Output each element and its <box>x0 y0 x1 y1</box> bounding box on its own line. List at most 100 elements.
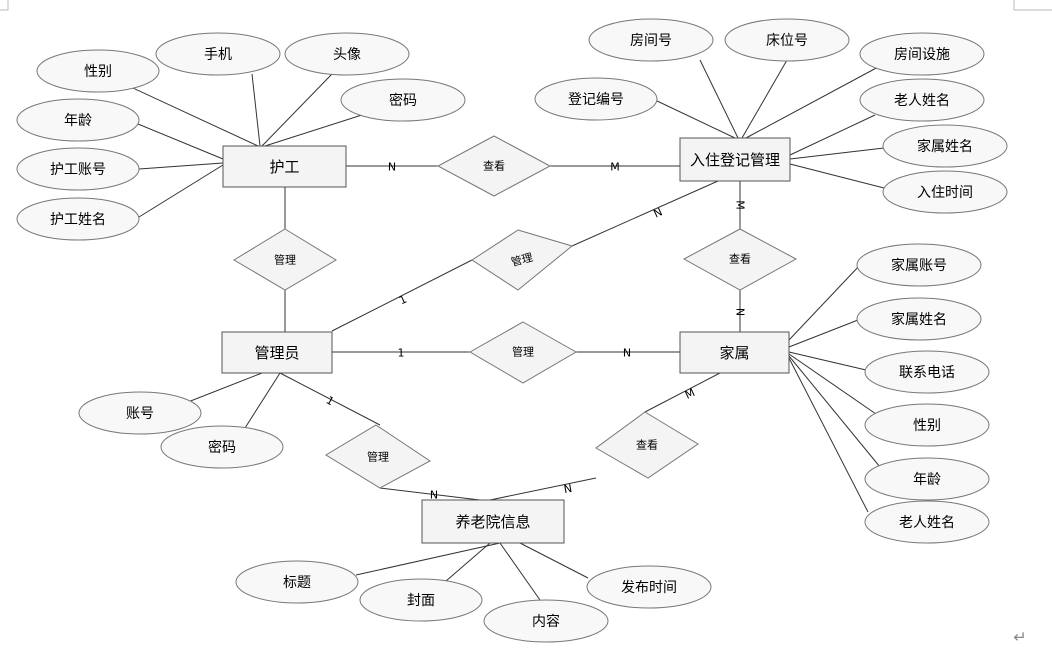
rel-admin-manage-home: 管理 <box>325 424 431 489</box>
edge-family-account <box>788 264 861 341</box>
attr-nurse-avatar: 头像 <box>284 32 410 76</box>
edge-family-gender <box>788 353 877 415</box>
attr-checkin-elder-name: 老人姓名 <box>859 78 985 122</box>
attr-home-publish-time: 发布时间 <box>586 565 712 609</box>
svg-text:床位号: 床位号 <box>766 33 808 49</box>
card-checkin-admin-n: N <box>652 205 665 220</box>
svg-text:头像: 头像 <box>333 47 361 63</box>
attr-checkin-bed-no: 床位号 <box>724 18 850 62</box>
svg-text:联系电话: 联系电话 <box>899 365 955 381</box>
rel-family-view-home: 查看 <box>595 411 699 479</box>
edge-family-contact <box>788 351 867 371</box>
attr-admin-password: 密码 <box>160 425 284 469</box>
card-admin-home-n: N <box>430 489 438 502</box>
svg-text:手机: 手机 <box>204 47 232 63</box>
edge-home-title <box>355 542 501 576</box>
attr-checkin-family-name: 家属姓名 <box>882 124 1008 168</box>
attr-nurse-phone: 手机 <box>155 32 281 76</box>
edge-family-name <box>788 319 859 348</box>
edge-family-age <box>788 355 881 468</box>
attr-nurse-gender: 性别 <box>36 49 160 93</box>
attr-nurse-age: 年龄 <box>16 98 140 142</box>
svg-text:管理: 管理 <box>509 250 534 269</box>
svg-text:发布时间: 发布时间 <box>621 580 677 596</box>
svg-text:查看: 查看 <box>636 438 658 452</box>
edge-family-to-view-home <box>644 372 721 413</box>
entity-checkin-label: 入住登记管理 <box>690 151 780 169</box>
attr-family-elder-name: 老人姓名 <box>864 500 990 544</box>
edge-view-to-home <box>489 477 597 501</box>
card-admin-family-1: 1 <box>398 347 405 360</box>
relationships: 查看 管理 管理 查看 管理 管理 查看 <box>233 135 798 489</box>
attributes: 性别 手机 头像 密码 年龄 护工账号 护工姓名 房间号 <box>16 18 1008 643</box>
card-family-home-n: N <box>563 482 573 496</box>
svg-text:年龄: 年龄 <box>913 472 941 488</box>
rel-family-view-checkin: 查看 <box>682 228 798 291</box>
attr-family-account: 家属账号 <box>856 243 982 287</box>
edges <box>119 59 885 601</box>
svg-text:房间设施: 房间设施 <box>894 47 950 63</box>
svg-text:性别: 性别 <box>913 418 941 434</box>
edge-admin-to-manage-checkin <box>331 259 473 332</box>
attr-home-cover: 封面 <box>359 578 483 622</box>
attr-family-gender: 性别 <box>864 403 990 447</box>
edge-nurse-name <box>138 164 224 218</box>
entity-admin: 管理员 <box>221 331 333 374</box>
svg-text:账号: 账号 <box>126 406 154 422</box>
edge-nurse-password <box>264 113 366 147</box>
entity-admin-label: 管理员 <box>254 344 299 362</box>
attr-nurse-account: 护工账号 <box>16 147 140 191</box>
rel-nurse-view-checkin: 查看 <box>436 135 552 197</box>
edge-manage-to-home <box>379 487 481 501</box>
edge-checkin-family <box>789 147 885 160</box>
edge-manage-to-checkin <box>571 180 719 247</box>
entity-family: 家属 <box>679 331 790 374</box>
card-checkin-family-n: N <box>734 308 747 316</box>
svg-text:入住时间: 入住时间 <box>917 185 973 201</box>
card-checkin-family-m: M <box>734 200 747 210</box>
edge-home-cover <box>445 542 491 582</box>
svg-text:年龄: 年龄 <box>64 113 92 129</box>
edge-nurse-gender <box>119 81 259 147</box>
attr-checkin-reg-no: 登记编号 <box>534 77 658 121</box>
card-nurse-view-m: M <box>610 161 620 174</box>
svg-text:性别: 性别 <box>84 64 112 80</box>
svg-text:登记编号: 登记编号 <box>568 92 624 108</box>
attr-nurse-password: 密码 <box>340 78 466 122</box>
return-symbol-icon: ↵ <box>1013 628 1026 647</box>
rel-admin-manage-family: 管理 <box>468 321 578 384</box>
entity-home-info: 养老院信息 <box>421 499 565 544</box>
svg-text:老人姓名: 老人姓名 <box>899 515 955 531</box>
edge-checkin-facilities <box>745 65 881 139</box>
attr-checkin-room-no: 房间号 <box>588 18 714 62</box>
card-checkin-admin-1: 1 <box>397 293 409 308</box>
attr-home-title: 标题 <box>235 560 359 604</box>
edge-admin-account <box>187 372 263 403</box>
entity-family-label: 家属 <box>719 344 749 362</box>
svg-text:家属账号: 家属账号 <box>891 257 947 274</box>
svg-text:护工姓名: 护工姓名 <box>50 212 106 228</box>
card-admin-family-n: N <box>623 347 631 360</box>
edge-family-elder <box>788 357 869 513</box>
entity-home-info-label: 养老院信息 <box>455 513 530 531</box>
svg-text:标题: 标题 <box>283 575 311 591</box>
svg-text:老人姓名: 老人姓名 <box>894 93 950 109</box>
attr-family-contact: 联系电话 <box>864 350 990 394</box>
edge-admin-password <box>244 372 281 429</box>
svg-text:管理: 管理 <box>367 450 389 464</box>
svg-text:家属姓名: 家属姓名 <box>917 138 973 155</box>
edge-home-publish <box>519 542 589 579</box>
edge-checkin-elder <box>789 114 876 156</box>
edge-checkin-time <box>789 163 885 189</box>
attr-nurse-name: 护工姓名 <box>16 197 140 241</box>
svg-text:房间号: 房间号 <box>630 33 672 49</box>
edge-nurse-phone <box>251 73 261 147</box>
edge-home-content <box>499 542 541 601</box>
card-family-home-m: M <box>683 386 697 402</box>
svg-text:管理: 管理 <box>512 345 534 359</box>
edge-nurse-avatar <box>261 73 333 147</box>
rel-admin-manage-nurse: 管理 <box>233 228 337 291</box>
attr-family-age: 年龄 <box>864 457 990 501</box>
svg-text:封面: 封面 <box>407 593 435 609</box>
svg-text:密码: 密码 <box>389 92 417 109</box>
